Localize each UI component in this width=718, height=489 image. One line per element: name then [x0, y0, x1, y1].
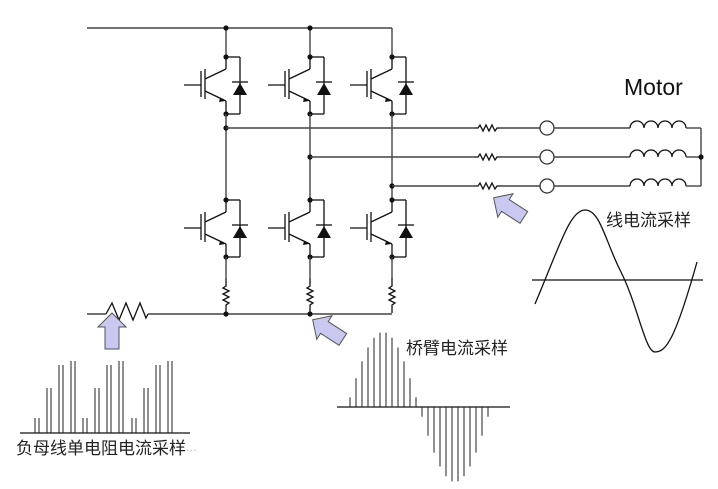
- phase-w-output: [392, 178, 701, 194]
- igbt-lower-v: [267, 196, 333, 261]
- igbt-lower-w: [349, 196, 415, 261]
- motor-label: Motor: [624, 74, 683, 100]
- bus-label-text: 负母线单电阻电流采样: [16, 439, 186, 459]
- igbt-upper-v: [267, 53, 333, 118]
- bus-shunt-resistor: [105, 301, 149, 322]
- leg-shunt-u: [222, 277, 230, 314]
- ellipsis: ···: [186, 444, 197, 457]
- leg-shunt-w: [388, 277, 396, 314]
- bus-single-resistor-sampling-label: 负母线单电阻电流采样···: [16, 434, 197, 459]
- phase-v-output: [310, 149, 701, 165]
- phase-u-output: [226, 120, 701, 136]
- igbt-upper-w: [349, 53, 415, 118]
- line-current-sampling-label: 线电流采样: [606, 211, 691, 231]
- arm-current-sampling-label: 桥臂电流采样: [406, 339, 508, 359]
- bus-sampling-arrow-icon: [97, 312, 127, 350]
- igbt-upper-u: [183, 53, 249, 118]
- line-sampling-arrow-icon: [485, 185, 532, 230]
- arm-current-waveform: [337, 332, 510, 482]
- igbt-lower-u: [183, 196, 249, 261]
- bus-current-waveform: [20, 361, 190, 434]
- line-current-waveform: [532, 209, 703, 353]
- leg-shunt-v: [306, 277, 314, 314]
